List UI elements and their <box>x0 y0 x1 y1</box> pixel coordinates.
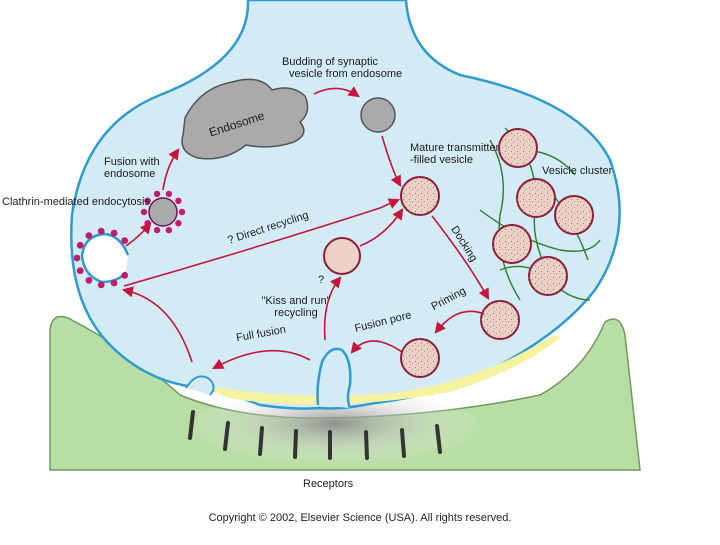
clathrin-dot <box>85 277 93 284</box>
arrow-budding <box>313 86 360 98</box>
label-fusion-endosome-line1: Fusion with <box>104 156 160 168</box>
label-mature-line1: Mature transmitter <box>410 142 500 154</box>
label-budding-line2: vesicle from endosome <box>289 68 403 80</box>
label-receptors: Receptors <box>303 478 354 490</box>
cluster-vesicle <box>528 256 568 296</box>
arrow-kiss-to-mature <box>359 208 404 247</box>
clathrin-dot <box>76 267 84 275</box>
arrow-direct-recycling <box>123 198 401 287</box>
clathrin-dot <box>85 232 93 240</box>
copyright-notice: Copyright © 2002, Elsevier Science (USA)… <box>208 512 512 524</box>
fusion-pore-vesicle <box>316 347 352 409</box>
label-kiss-run-line2: recycling <box>274 307 318 319</box>
clathrin-dot <box>178 208 186 216</box>
arrow-docking <box>431 215 490 300</box>
full-fusion-pit <box>185 375 215 396</box>
arrow-fusion-to-clathrin <box>121 286 193 363</box>
arrow-kiss-run <box>323 276 342 341</box>
label-clathrin: Clathrin-mediated endocytosis <box>2 196 150 208</box>
arrow-to-coated <box>125 222 152 247</box>
clathrin-dot <box>144 197 151 204</box>
label-budding-line1: Budding of synaptic <box>282 56 379 68</box>
label-kiss-run-line1: "Kiss and run" <box>261 295 331 307</box>
clathrin-dot <box>175 197 182 204</box>
active-zone <box>210 335 560 405</box>
label-mature-line2: -filled vesicle <box>410 154 473 166</box>
arrow-to-mature <box>381 135 402 187</box>
receptors <box>188 410 442 460</box>
clathrin-dot <box>121 237 129 245</box>
pathway-arrows <box>121 86 490 370</box>
clathrin-dot <box>140 208 148 216</box>
mature-vesicle <box>400 176 440 216</box>
clathrin-dot <box>153 226 161 234</box>
clathrin-pit <box>73 227 130 289</box>
clathrin-dot <box>165 190 173 198</box>
label-fusion-endosome-line2: endosome <box>104 168 156 180</box>
budding-vesicle <box>360 97 396 133</box>
clathrin-dot <box>175 220 182 227</box>
label-question-mark: ? <box>318 274 325 286</box>
clathrin-dot <box>110 229 118 237</box>
clathrin-dot <box>97 227 105 235</box>
primed-vesicle <box>400 338 440 378</box>
clathrin-dot <box>121 272 129 279</box>
clathrin-dot <box>110 279 118 287</box>
cluster-vesicle <box>498 128 538 168</box>
label-vesicle-cluster: Vesicle cluster <box>542 165 613 177</box>
arrow-priming <box>434 310 485 334</box>
clathrin-dot <box>165 226 173 234</box>
arrow-to-endosome <box>162 148 180 191</box>
clathrin-dot <box>76 241 84 249</box>
clathrin-coated-vesicle <box>140 190 186 234</box>
arrow-full-fusion <box>212 349 311 370</box>
clathrin-dot <box>73 254 81 262</box>
cluster-vesicle <box>554 195 594 235</box>
clathrin-dot <box>97 281 105 289</box>
cluster-vesicle <box>516 178 556 218</box>
cluster-vesicle <box>492 224 532 264</box>
clathrin-dot <box>144 220 151 227</box>
endosome <box>181 78 309 160</box>
kiss-and-run-vesicle <box>323 237 361 275</box>
arrow-fusion-pore <box>350 340 403 354</box>
docked-vesicle <box>480 300 520 340</box>
clathrin-dot <box>153 190 161 198</box>
